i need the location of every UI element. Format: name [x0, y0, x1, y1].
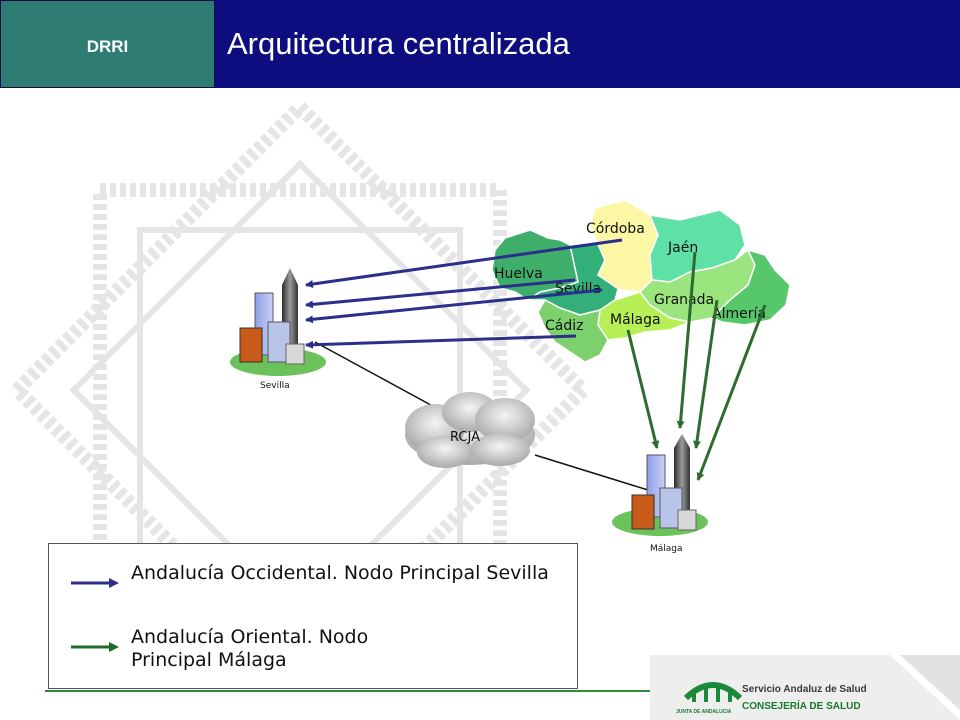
arrow-cordoba-sevilla: [305, 238, 623, 288]
node-sevilla: Sevilla: [230, 268, 326, 391]
arrow-huelva-sevilla: [305, 278, 576, 309]
node-sevilla-label: Sevilla: [260, 381, 290, 391]
arrow-almeria-malaga: [696, 304, 767, 481]
arrow-granada-malaga: [693, 299, 719, 449]
title-bar: Arquitectura centralizada: [215, 0, 960, 88]
legend-item-east: Andalucía Oriental. Nodo Principal Málag…: [49, 626, 569, 676]
province-almeria: [710, 248, 791, 326]
junta-andalucia-logo-icon: [683, 682, 743, 702]
org-department: CONSEJERÍA DE SALUD: [742, 701, 861, 712]
legend-text-west: Andalucía Occidental. Nodo Principal Sev…: [131, 562, 549, 584]
arrow-cadiz-sevilla: [305, 334, 577, 349]
rcja-cloud: RCJA: [405, 392, 535, 468]
node-malaga: Málaga: [612, 434, 708, 554]
link-rcja-malaga: [534, 454, 649, 491]
arrow-jaen-malaga: [676, 251, 697, 429]
link-sevilla-rcja: [314, 341, 441, 411]
blue-arrow-icon: [71, 578, 119, 588]
logo-caption: JUNTA DE ANDALUCIA: [676, 709, 732, 715]
arrow-sevilla-sevilla: [305, 288, 603, 324]
section-badge: DRRI: [0, 0, 215, 88]
section-label: DRRI: [86, 37, 129, 56]
legend-text-east: Andalucía Oriental. Nodo Principal Málag…: [131, 626, 369, 671]
node-malaga-label: Málaga: [650, 544, 683, 554]
province-label-huelva: Huelva: [494, 266, 543, 282]
legend-item-west: Andalucía Occidental. Nodo Principal Sev…: [49, 562, 569, 612]
province-label-cordoba: Córdoba: [586, 221, 645, 237]
andalucia-map: [491, 199, 791, 363]
province-label-granada: Granada: [654, 292, 714, 308]
org-name: Servicio Andaluz de Salud: [742, 684, 867, 695]
province-label-malaga: Málaga: [610, 312, 661, 328]
footer-decoration: [650, 655, 960, 720]
green-arrow-icon: [71, 642, 119, 652]
province-label-jaen: Jaén: [667, 240, 698, 256]
rcja-label: RCJA: [450, 430, 480, 445]
province-label-cadiz: Cádiz: [545, 318, 583, 334]
province-cadiz: [537, 298, 609, 363]
arrow-malaga-malaga: [626, 329, 660, 449]
slide-title: Arquitectura centralizada: [227, 26, 570, 61]
legend-box: Andalucía Occidental. Nodo Principal Sev…: [48, 543, 578, 689]
footer-divider: [45, 690, 653, 692]
province-label-almeria: Almería: [712, 306, 766, 322]
